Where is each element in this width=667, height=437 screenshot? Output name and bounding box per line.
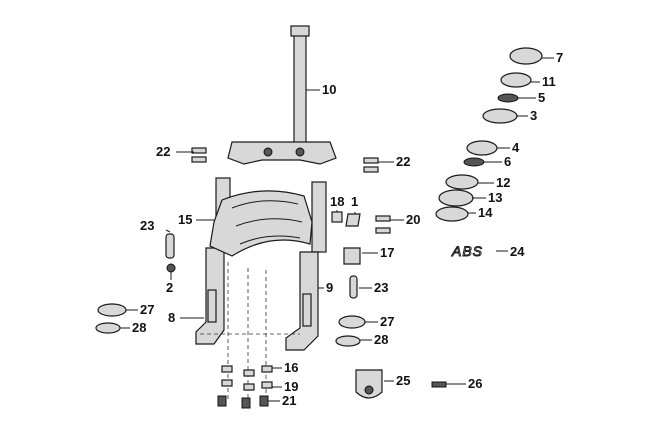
callout-28-right: 28 bbox=[374, 332, 388, 347]
leader-lines bbox=[120, 57, 554, 402]
callout-5: 5 bbox=[538, 90, 545, 105]
callout-1: 1 bbox=[351, 194, 358, 209]
abs-mark: ABS bbox=[451, 243, 483, 259]
callout-2: 2 bbox=[166, 280, 173, 295]
callout-13: 13 bbox=[488, 190, 502, 205]
callout-14: 14 bbox=[478, 205, 493, 220]
callout-12: 12 bbox=[496, 175, 510, 190]
callout-15: 15 bbox=[178, 212, 192, 227]
front-fender bbox=[209, 190, 313, 257]
callout-26: 26 bbox=[468, 376, 482, 391]
callout-10: 10 bbox=[322, 82, 336, 97]
callout-8: 8 bbox=[168, 310, 175, 325]
bracket-plate bbox=[355, 369, 447, 399]
callout-6: 6 bbox=[504, 154, 511, 169]
callout-27-right: 27 bbox=[380, 314, 394, 329]
callout-28-left: 28 bbox=[132, 320, 146, 335]
callout-24: 24 bbox=[510, 244, 525, 259]
callout-16: 16 bbox=[284, 360, 298, 375]
fork-leg-right bbox=[285, 181, 327, 351]
callout-18: 18 bbox=[330, 194, 344, 209]
steering-stem bbox=[290, 25, 310, 146]
callout-22-left: 22 bbox=[156, 144, 170, 159]
callout-19: 19 bbox=[284, 379, 298, 394]
callout-17: 17 bbox=[380, 245, 394, 260]
bolt-pair-left bbox=[191, 147, 207, 163]
rings-right bbox=[335, 315, 366, 347]
callout-9: 9 bbox=[326, 280, 333, 295]
callout-23-left: 23 bbox=[140, 218, 154, 233]
callout-22-right: 22 bbox=[396, 154, 410, 169]
rings-left bbox=[95, 303, 127, 334]
callout-3: 3 bbox=[530, 108, 537, 123]
callout-20: 20 bbox=[406, 212, 420, 227]
callout-4: 4 bbox=[512, 140, 520, 155]
callout-25: 25 bbox=[396, 373, 410, 388]
callout-21: 21 bbox=[282, 393, 296, 408]
triple-clamp bbox=[227, 141, 337, 165]
callout-23-right: 23 bbox=[374, 280, 388, 295]
pin-left bbox=[165, 233, 176, 273]
washer-stack bbox=[217, 365, 273, 409]
callout-7: 7 bbox=[556, 50, 563, 65]
bolt-pair-right bbox=[363, 157, 379, 173]
callout-27-left: 27 bbox=[140, 302, 154, 317]
callout-11: 11 bbox=[542, 74, 556, 89]
